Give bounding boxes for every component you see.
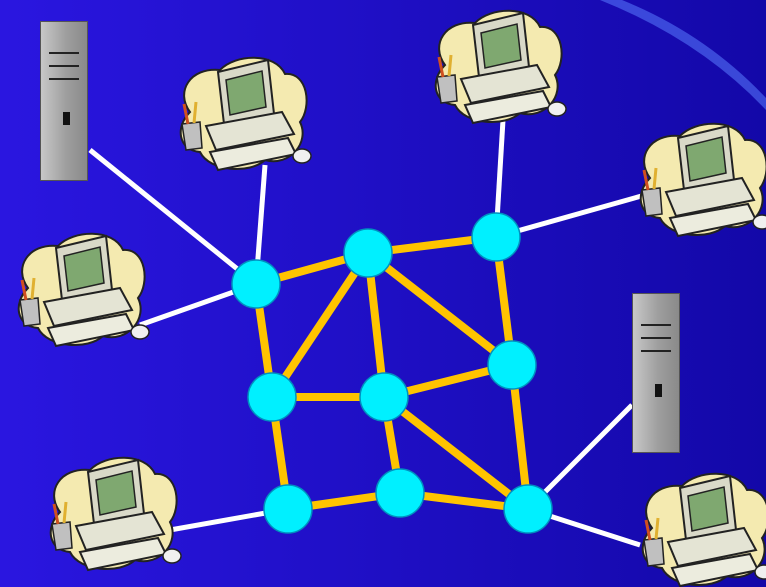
mouse [292, 148, 312, 164]
pencil-cup [436, 74, 458, 104]
pencil [447, 54, 453, 77]
access-links [88, 119, 646, 548]
pencil-cup [643, 537, 665, 567]
computer-base [459, 63, 551, 105]
router-node [263, 484, 313, 534]
router-node [487, 340, 537, 390]
pencil [654, 517, 660, 540]
monitor-screen [480, 23, 522, 69]
pencil [20, 279, 28, 301]
monitor-screen [63, 246, 105, 292]
computer-icon [49, 456, 182, 572]
router-node [471, 212, 521, 262]
pencil [437, 56, 445, 78]
monitor-screen [95, 470, 137, 516]
monitor-screen [685, 136, 727, 182]
computer-icon [179, 56, 312, 172]
pencil [52, 503, 60, 525]
pencil-cup [181, 121, 203, 151]
server-icon [632, 293, 680, 453]
core-link [364, 249, 516, 369]
pencil [644, 519, 652, 541]
computer-base [666, 526, 758, 568]
computer-base [204, 110, 296, 152]
router-nodes [231, 212, 553, 534]
computer-icon [641, 472, 766, 587]
mouse [754, 564, 766, 580]
core-link [380, 393, 532, 513]
core-link [268, 249, 372, 401]
mouse [547, 101, 567, 117]
pencil [62, 501, 68, 524]
pencil [652, 167, 658, 190]
mouse [162, 548, 182, 564]
pencil [30, 277, 36, 300]
router-node [343, 228, 393, 278]
monitor-screen [687, 486, 729, 532]
hosts [17, 9, 766, 587]
computer-base [664, 176, 756, 218]
core-links [252, 233, 532, 513]
pencil [182, 103, 190, 125]
pencil [192, 101, 198, 124]
access-link [495, 192, 646, 240]
pencil-cup [51, 521, 73, 551]
computer-base [42, 286, 134, 328]
mouse [752, 214, 766, 230]
access-link [88, 148, 258, 286]
server-icon [40, 21, 88, 181]
pencil-cup [19, 297, 41, 327]
computer-base [74, 510, 166, 552]
router-node [247, 372, 297, 422]
computer-icon [17, 232, 150, 348]
mouse [130, 324, 150, 340]
pencil-cup [641, 187, 663, 217]
pencil [642, 169, 650, 191]
monitor-screen [225, 70, 267, 116]
router-node [359, 372, 409, 422]
router-node [231, 259, 281, 309]
router-node [375, 468, 425, 518]
router-node [503, 484, 553, 534]
computer-icon [639, 122, 766, 238]
computer-icon [434, 9, 567, 125]
